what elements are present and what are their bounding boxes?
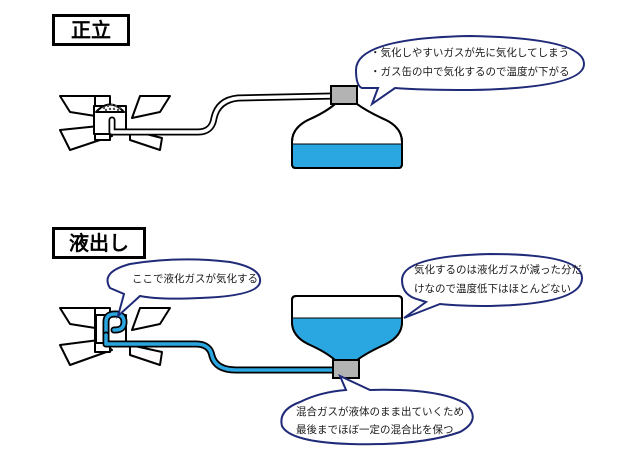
bottom-bottom-bubble-line-2: 最後までほぼ一定の混合比を保つ bbox=[296, 424, 454, 436]
bottom-stove-bubble-text: ここで液化ガスが気化する bbox=[132, 273, 258, 285]
top-bubble bbox=[354, 34, 586, 107]
top-bubble-line-2: ・ガス缶の中で気化するので温度が下がる bbox=[370, 66, 570, 78]
top-canister-liquid bbox=[293, 144, 401, 167]
bottom-bottom-bubble-line-1: 混合ガスが液体のまま出ていくため bbox=[296, 406, 464, 418]
top-burner-holes bbox=[102, 103, 122, 112]
top-bubble-line-1: ・気化しやすいガスが先に気化してしまう bbox=[370, 47, 570, 59]
top-section-title: 正立 bbox=[52, 14, 130, 46]
bottom-right-bubble-line-1: 気化するのは液化ガスが減った分だ bbox=[414, 264, 582, 276]
top-valve bbox=[330, 85, 358, 105]
bottom-valve bbox=[332, 359, 360, 379]
bottom-right-bubble bbox=[400, 252, 584, 319]
bottom-bottom-bubble bbox=[280, 373, 474, 446]
bottom-section-title: 液出し bbox=[52, 227, 146, 259]
bottom-canister-liquid bbox=[293, 318, 401, 359]
bottom-stove-bubble bbox=[106, 258, 262, 320]
bottom-right-bubble-line-2: けなので温度低下はほとんどない bbox=[414, 283, 571, 295]
